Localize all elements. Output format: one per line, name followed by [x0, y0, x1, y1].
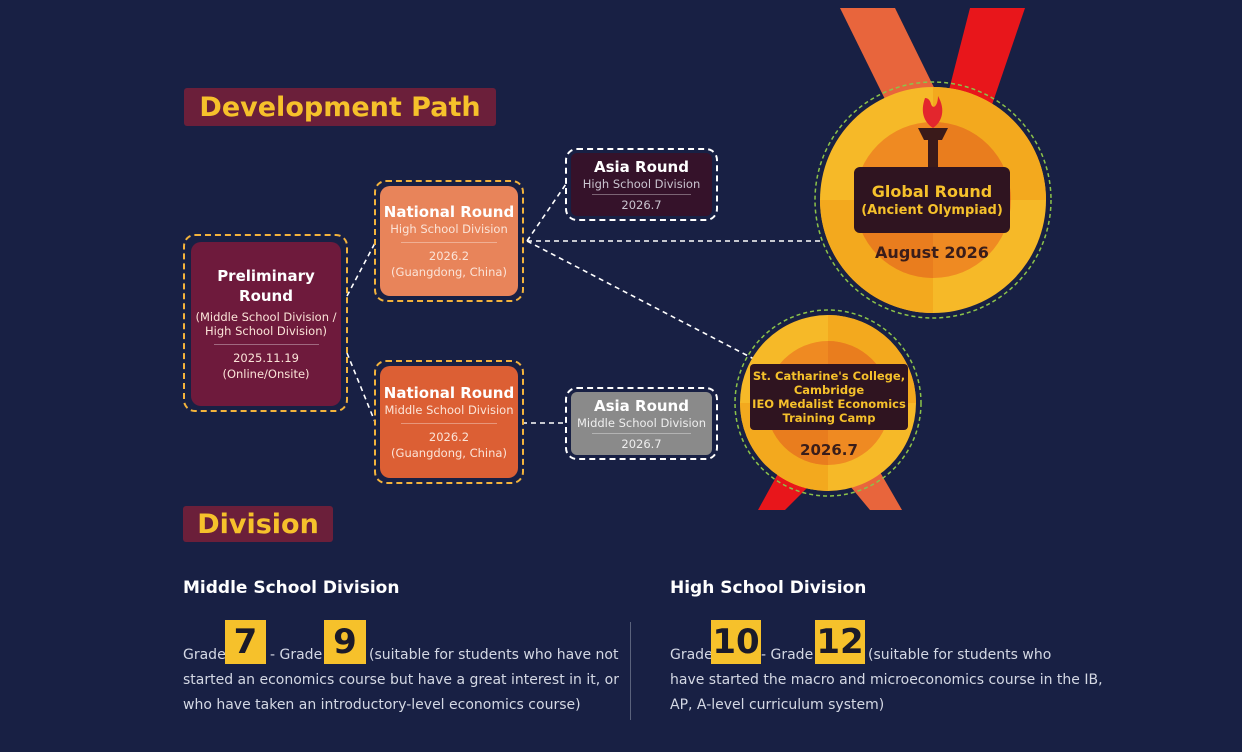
high-division-heading: High School Division: [670, 578, 867, 598]
asia-middle-frame: [565, 387, 718, 460]
division-divider: [630, 622, 631, 720]
national-middle-division: Middle School Division: [384, 403, 514, 417]
high-grade-word: Grade: [670, 647, 713, 663]
high-desc-line2: have started the macro and microeconomic…: [670, 672, 1103, 688]
preliminary-date: 2025.11.19: [233, 351, 299, 365]
national-high-division: High School Division: [390, 222, 508, 236]
asia-high-date: 2026.7: [621, 197, 662, 212]
national-middle-frame: [374, 360, 524, 484]
camp-line2: Cambridge: [793, 383, 865, 397]
asia-middle-card: Asia Round Middle School Division 2026.7: [571, 392, 712, 455]
national-middle-divider: [400, 423, 498, 424]
camp-line4: Training Camp: [782, 411, 876, 425]
connector-national-asia-high: [526, 183, 567, 242]
middle-dash-grade: - Grade: [270, 647, 323, 663]
asia-high-divider: [592, 193, 691, 195]
national-middle-date: 2026.2: [428, 430, 470, 444]
national-high-place: (Guangdong, China): [391, 265, 507, 279]
camp-label: St. Catharine's College, Cambridge IEO M…: [750, 364, 908, 430]
asia-middle-division: Middle School Division: [576, 415, 707, 430]
preliminary-title-line1: Preliminary: [217, 267, 315, 285]
asia-high-card: Asia Round High School Division 2026.7: [571, 153, 712, 216]
national-middle-place: (Guangdong, China): [391, 446, 507, 460]
preliminary-mode: (Online/Onsite): [222, 367, 310, 381]
high-desc-line1: (suitable for students who: [868, 647, 1052, 663]
national-middle-title: National Round: [383, 384, 515, 402]
high-desc-line3: AP, A-level curriculum system): [670, 697, 885, 713]
global-medal-graphic: [814, 8, 1052, 319]
middle-grade-from: 7: [225, 620, 266, 664]
high-dash-grade: - Grade: [761, 647, 814, 663]
asia-middle-title: Asia Round: [594, 396, 689, 415]
camp-line3: IEO Medalist Economics: [752, 397, 906, 411]
middle-division-heading: Middle School Division: [183, 578, 400, 598]
asia-high-frame: [565, 148, 718, 221]
global-round-title: Global Round: [871, 182, 993, 201]
torch-icon: [918, 96, 948, 168]
preliminary-division-line1: (Middle School Division /: [195, 310, 337, 324]
division-title: Division: [183, 506, 333, 542]
global-round-subtitle: (Ancient Olympiad): [861, 203, 1003, 218]
asia-high-division: High School Division: [582, 176, 701, 191]
preliminary-divider: [213, 344, 319, 345]
middle-desc-line2: started an economics course but have a g…: [183, 672, 619, 688]
national-high-card: National Round High School Division 2026…: [380, 186, 518, 296]
connector-prelim-national-high: [346, 242, 376, 297]
national-high-date: 2026.2: [428, 249, 470, 263]
connector-prelim-national-middle: [346, 352, 376, 423]
high-grade-from: 10: [711, 620, 761, 664]
national-high-frame: [374, 180, 524, 302]
asia-middle-divider: [592, 432, 691, 434]
middle-desc-line3: who have taken an introductory-level eco…: [183, 697, 581, 713]
national-middle-card: National Round Middle School Division 20…: [380, 366, 518, 478]
global-round-date: August 2026: [875, 243, 989, 262]
development-path-title: Development Path: [184, 88, 496, 126]
middle-grade-word: Grade: [183, 647, 226, 663]
global-round-label: Global Round (Ancient Olympiad): [854, 167, 1010, 233]
asia-high-title: Asia Round: [594, 157, 689, 176]
asia-middle-date: 2026.7: [621, 436, 662, 451]
national-high-title: National Round: [383, 203, 515, 221]
preliminary-round-card: Preliminary Round (Middle School Divisio…: [191, 242, 341, 406]
connector-national-camp: [526, 240, 755, 360]
camp-date: 2026.7: [800, 441, 858, 459]
middle-grade-to: 9: [324, 620, 366, 664]
high-grade-to: 12: [815, 620, 865, 664]
middle-desc-line1: (suitable for students who have not: [369, 647, 619, 663]
national-high-divider: [400, 242, 498, 243]
preliminary-division-line2: High School Division): [205, 324, 327, 338]
camp-line1: St. Catharine's College,: [752, 369, 906, 383]
preliminary-round-frame: [183, 234, 348, 412]
preliminary-title-line2: Round: [239, 287, 293, 305]
